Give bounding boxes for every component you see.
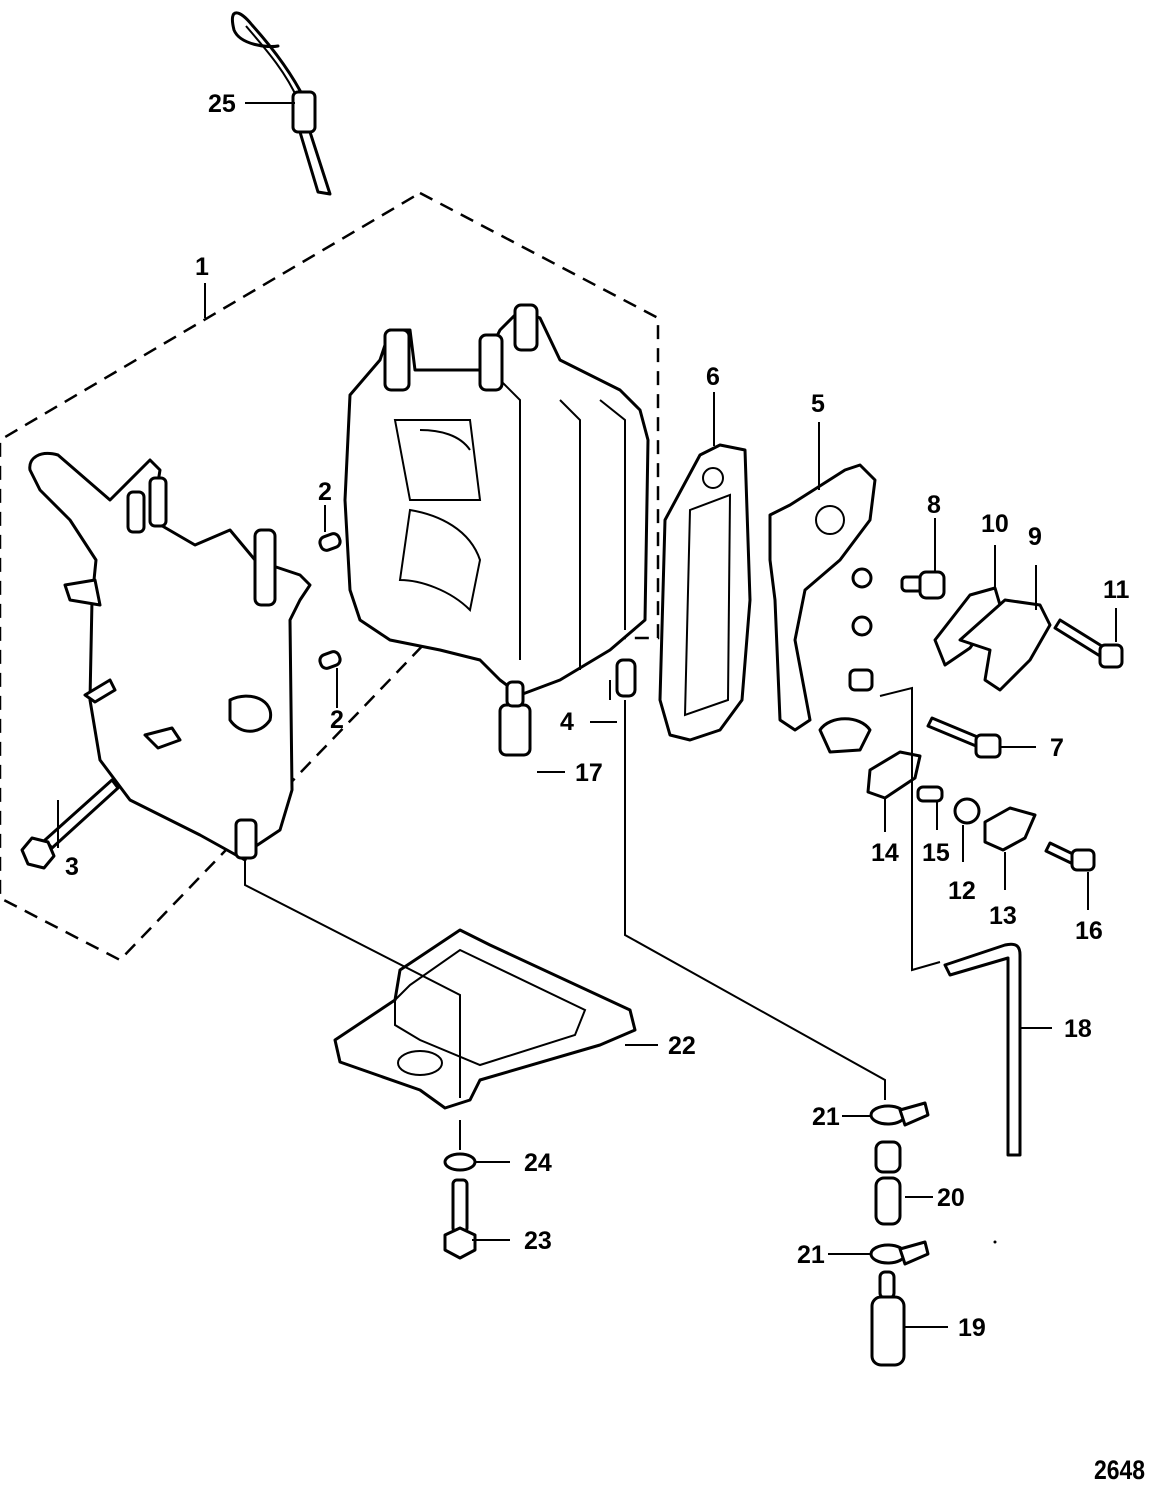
callout-14: 14 <box>871 839 899 867</box>
exhaust-cover-plate-part <box>768 463 877 754</box>
callout-7: 7 <box>1050 734 1064 762</box>
cover-gasket-part <box>658 443 752 742</box>
callout-24: 24 <box>524 1149 552 1177</box>
hose-18-part <box>943 942 1022 1157</box>
base-gasket-part <box>333 928 637 1110</box>
bracket-part <box>958 598 1052 692</box>
callout-12: 12 <box>948 877 976 905</box>
fitting-4-part <box>615 658 637 698</box>
callout-17: 17 <box>575 759 603 787</box>
dowel-pin-upper-part <box>318 532 342 552</box>
callout-23: 23 <box>524 1227 552 1255</box>
callout-16: 16 <box>1075 917 1103 945</box>
callout-2b: 2 <box>330 706 344 734</box>
callout-25: 25 <box>208 90 236 118</box>
screw-16-part <box>1044 841 1096 872</box>
callout-3: 3 <box>65 853 79 881</box>
crankcase-bolt-part <box>20 778 120 870</box>
hose-20-part <box>874 1176 902 1226</box>
callout-15: 15 <box>922 839 950 867</box>
callout-13: 13 <box>989 902 1017 930</box>
callout-5: 5 <box>811 390 825 418</box>
callout-4: 4 <box>560 708 574 736</box>
gasket-14-part <box>866 750 922 800</box>
stray-dot <box>993 1240 997 1244</box>
callout-19: 19 <box>958 1314 986 1342</box>
callout-8: 8 <box>927 491 941 519</box>
callout-18: 18 <box>1064 1015 1092 1043</box>
callout-6: 6 <box>706 363 720 391</box>
figure-id: 2648 <box>1093 1455 1145 1485</box>
cylinder-block-part <box>343 303 650 697</box>
hose-connector-part <box>874 1140 902 1174</box>
callout-10: 10 <box>981 510 1009 538</box>
callout-9: 9 <box>1028 523 1042 551</box>
callout-1: 1 <box>195 253 209 281</box>
fitting-17-part <box>498 680 532 757</box>
hose-clamp-lower-part <box>869 1240 930 1266</box>
callout-20: 20 <box>937 1184 965 1212</box>
crankcase-cover-part <box>28 452 312 862</box>
callout-22: 22 <box>668 1032 696 1060</box>
bracket-screw-part <box>1053 618 1124 669</box>
cover-13-part <box>983 806 1037 852</box>
filter-19-part <box>870 1270 906 1367</box>
callout-2a: 2 <box>318 478 332 506</box>
washer-12-part <box>953 797 981 825</box>
dowel-pin-lower-part <box>318 650 342 670</box>
hose-clamp-upper-part <box>869 1101 930 1127</box>
plug-part <box>900 570 946 600</box>
fitting-15-part <box>916 785 944 803</box>
washer-24-part <box>443 1152 477 1172</box>
callout-labels: 1 2 2 3 4 5 6 7 8 9 10 11 12 13 14 15 16… <box>65 90 1130 1342</box>
cover-screw-part <box>926 716 1002 759</box>
callout-11: 11 <box>1103 576 1130 604</box>
leader-lines <box>57 102 1117 1328</box>
bolt-23-part <box>443 1178 477 1260</box>
callout-21b: 21 <box>797 1241 825 1269</box>
callout-21a: 21 <box>812 1103 840 1131</box>
dipstick-part <box>231 11 332 196</box>
